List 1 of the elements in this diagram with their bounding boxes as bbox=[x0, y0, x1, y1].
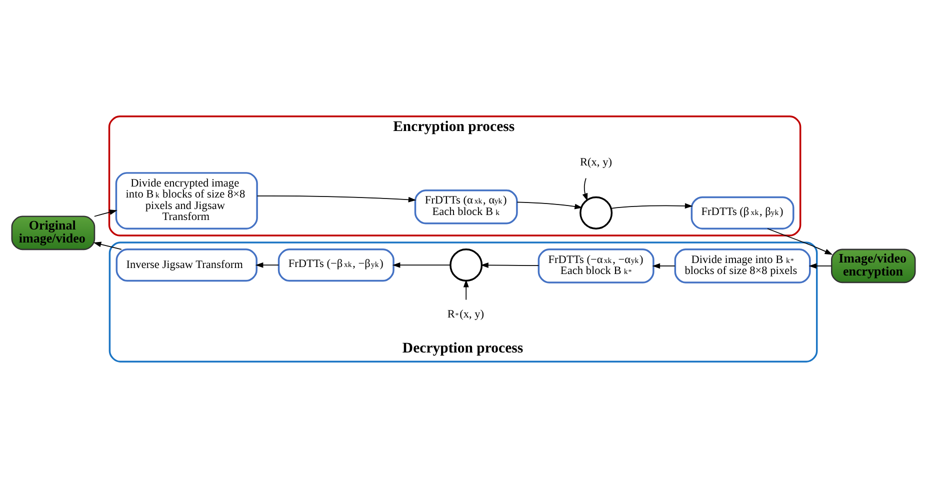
node-text: R(x, y) bbox=[580, 156, 612, 168]
